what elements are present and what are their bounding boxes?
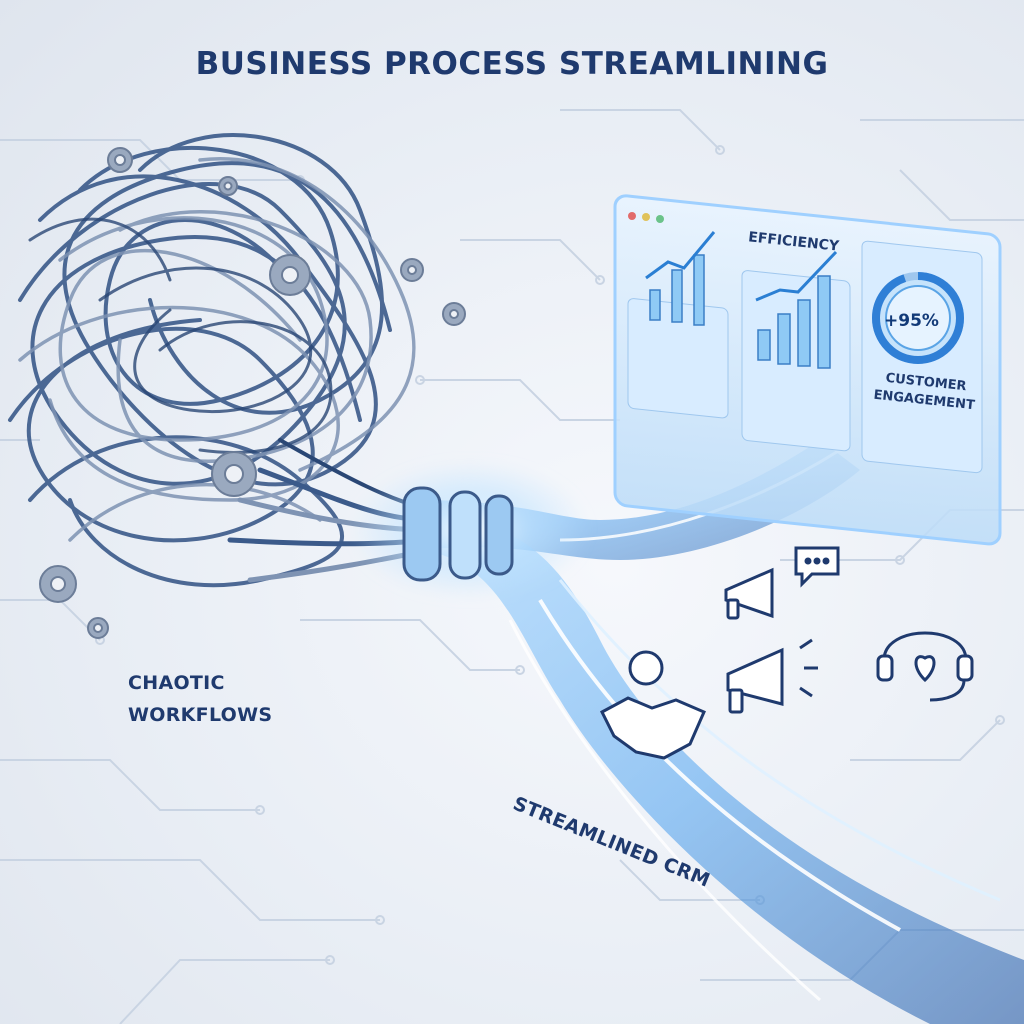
handshake-icon [600, 696, 706, 760]
chaotic-workflows-label: CHAOTIC WORKFLOWS [128, 667, 272, 731]
chaotic-line-1: CHAOTIC [128, 672, 225, 694]
dollar-coin-icon [628, 650, 664, 686]
headset-heart-icon [876, 631, 974, 702]
page-title: BUSINESS PROCESS STREAMLINING [195, 46, 829, 82]
tangled-cables [8, 133, 416, 588]
megaphone-icon [726, 638, 818, 714]
efficiency-bar-chart [755, 250, 838, 369]
growth-chart-icon [645, 231, 716, 326]
gauge-value: +95% [884, 311, 939, 331]
engagement-gauge [872, 272, 964, 364]
analytics-dashboard [613, 194, 1002, 546]
chat-bubble-icon [794, 546, 840, 588]
connector-rings [402, 486, 514, 582]
gear-icon [39, 147, 466, 639]
chaotic-line-2: WORKFLOWS [128, 704, 273, 726]
megaphone-icon [724, 567, 774, 620]
circuit-traces [0, 109, 1024, 1024]
